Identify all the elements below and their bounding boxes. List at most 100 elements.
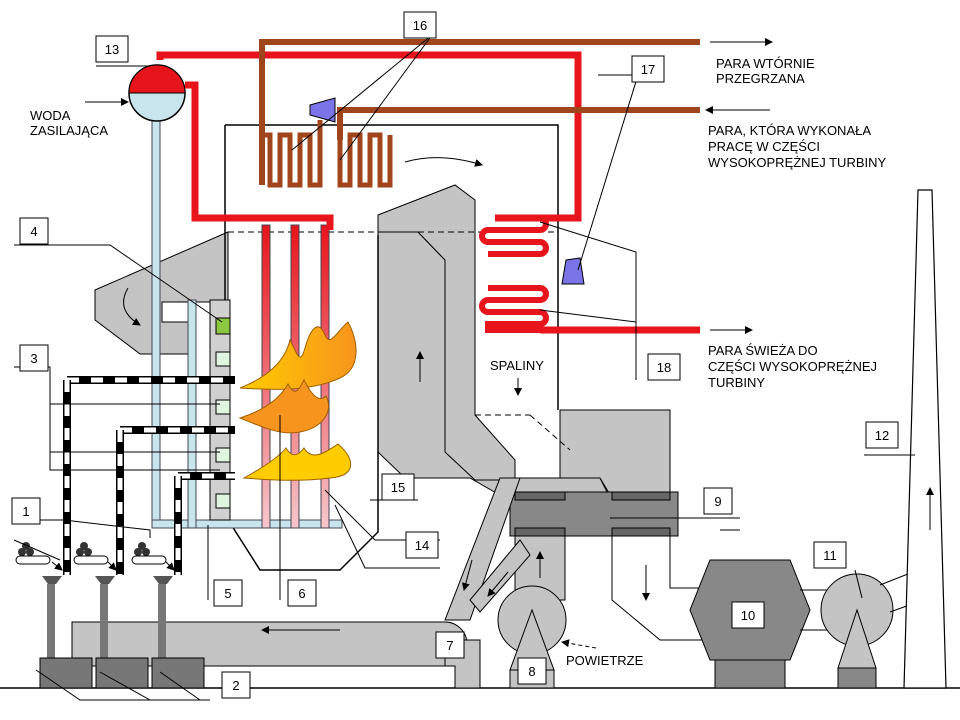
coal-arrow-1 — [51, 561, 63, 571]
reheated-steam-label: PARA WTÓRNIE PRZEGRZANA — [716, 56, 815, 86]
air-heater-top-a — [514, 491, 566, 501]
dashed-line-4 — [529, 414, 571, 451]
coal-feeder-1 — [15, 542, 62, 658]
svg-text:16: 16 — [413, 18, 427, 33]
reheat-valve — [309, 97, 336, 123]
svg-text:ZASILAJĄCA: ZASILAJĄCA — [30, 123, 108, 138]
callout-15: 15 — [381, 473, 415, 501]
superheater-link — [156, 51, 582, 222]
svg-text:PARA ŚWIEŻA DO: PARA ŚWIEŻA DO — [708, 343, 818, 358]
svg-text:4: 4 — [30, 224, 37, 239]
callout-12: 12 — [865, 421, 899, 449]
coal-arrow-2 — [107, 561, 117, 571]
superheater-coil-upper — [479, 215, 549, 257]
air-branch-arrow — [487, 571, 509, 597]
induced-draft-fan — [820, 573, 894, 689]
mill-c — [151, 657, 205, 689]
svg-text:18: 18 — [657, 360, 671, 375]
fuel-line-right — [174, 472, 235, 575]
steam-drum — [128, 64, 186, 122]
callout-7: 7 — [435, 631, 465, 659]
svg-text:PRACĘ W CZĘŚCI: PRACĘ W CZĘŚCI — [708, 139, 820, 154]
coal-arrow-3 — [165, 561, 175, 571]
callout-17: 17 — [631, 55, 665, 83]
svg-text:17: 17 — [641, 62, 655, 77]
reheater-coil-left — [259, 120, 323, 188]
air-heater-top-b — [611, 491, 671, 501]
callout-5: 5 — [213, 579, 243, 607]
fuel-line-left — [63, 376, 235, 575]
svg-text:PRZEGRZANA: PRZEGRZANA — [716, 71, 805, 86]
svg-text:3: 3 — [30, 351, 37, 366]
burner-1 — [215, 351, 231, 367]
fuel-line-middle — [116, 426, 235, 575]
callout-2: 2 — [221, 671, 251, 699]
svg-text:12: 12 — [875, 428, 889, 443]
svg-text:14: 14 — [415, 538, 429, 553]
air-label: POWIETRZE — [566, 653, 644, 668]
chimney — [903, 189, 947, 689]
svg-text:1: 1 — [22, 504, 29, 519]
svg-text:2: 2 — [232, 678, 239, 693]
burner-top-green — [215, 317, 231, 335]
callout-1: 1 — [11, 497, 41, 525]
svg-text:8: 8 — [528, 664, 535, 679]
callout-10: 10 — [731, 601, 765, 629]
svg-text:CZĘŚCI WYSOKOPRĘŻNEJ: CZĘŚCI WYSOKOPRĘŻNEJ — [708, 359, 877, 374]
feedwater-label: WODA ZASILAJĄCA — [30, 108, 108, 138]
hot-air-arrow — [461, 559, 473, 591]
downcomer-pipe — [151, 117, 161, 529]
rear-gas-duct — [377, 184, 516, 481]
fresh-steam-line — [185, 81, 334, 230]
reheater-coil-right — [337, 132, 393, 188]
air-intake-arrow — [561, 639, 597, 649]
flame-lower — [242, 443, 352, 481]
mill-b — [95, 657, 149, 689]
upper-gas-duct — [94, 231, 229, 355]
callout-6: 6 — [287, 579, 317, 607]
callout-13: 13 — [95, 35, 129, 63]
burner-2 — [215, 399, 231, 415]
svg-text:13: 13 — [105, 42, 119, 57]
duct-swirl-arrow — [123, 287, 141, 326]
air-heater-bot-a — [514, 527, 566, 537]
fresh-steam-label: PARA ŚWIEŻA DO CZĘŚCI WYSOKOPRĘŻNEJ TURB… — [708, 343, 877, 390]
callout-11: 11 — [813, 541, 847, 569]
esp-to-fan-duct — [800, 589, 830, 631]
svg-text:7: 7 — [446, 638, 453, 653]
svg-text:TURBINY: TURBINY — [708, 375, 765, 390]
svg-text:PARA, KTÓRA WYKONAŁA: PARA, KTÓRA WYKONAŁA — [708, 123, 871, 138]
burner-4 — [215, 493, 231, 509]
air-heater-bot-b — [611, 527, 671, 537]
flame-upper — [239, 321, 357, 390]
furnace-top-arrow — [404, 157, 483, 167]
svg-text:10: 10 — [741, 608, 755, 623]
mill-a — [39, 657, 93, 689]
burner-3 — [215, 447, 231, 463]
bottom-header — [151, 519, 343, 529]
superheater-coil-lower — [479, 285, 700, 333]
superheat-valve — [561, 257, 585, 285]
callout-14: 14 — [405, 531, 439, 559]
coal-feeder-3 — [131, 542, 173, 658]
svg-text:11: 11 — [823, 548, 837, 563]
svg-text:WYSOKOPRĘŻNEJ TURBINY: WYSOKOPRĘŻNEJ TURBINY — [708, 155, 887, 170]
flue-gas-label: SPALINY — [490, 358, 544, 373]
coal-feeder-2 — [73, 542, 115, 658]
svg-text:6: 6 — [298, 586, 305, 601]
esp-base — [714, 659, 786, 689]
callout-4: 4 — [19, 217, 49, 245]
air-branch-duct — [469, 539, 531, 613]
svg-text:15: 15 — [391, 480, 405, 495]
hp-exhaust-steam-label: PARA, KTÓRA WYKONAŁA PRACĘ W CZĘŚCI WYSO… — [708, 123, 887, 170]
callout-18: 18 — [647, 353, 681, 381]
callout-8: 8 — [517, 657, 547, 685]
svg-text:PARA WTÓRNIE: PARA WTÓRNIE — [716, 56, 815, 71]
callout-16: 16 — [403, 11, 437, 39]
callout-3: 3 — [19, 344, 49, 372]
svg-text:9: 9 — [714, 494, 721, 509]
svg-text:5: 5 — [224, 586, 231, 601]
flame-middle — [238, 378, 329, 434]
svg-text:WODA: WODA — [30, 108, 71, 123]
